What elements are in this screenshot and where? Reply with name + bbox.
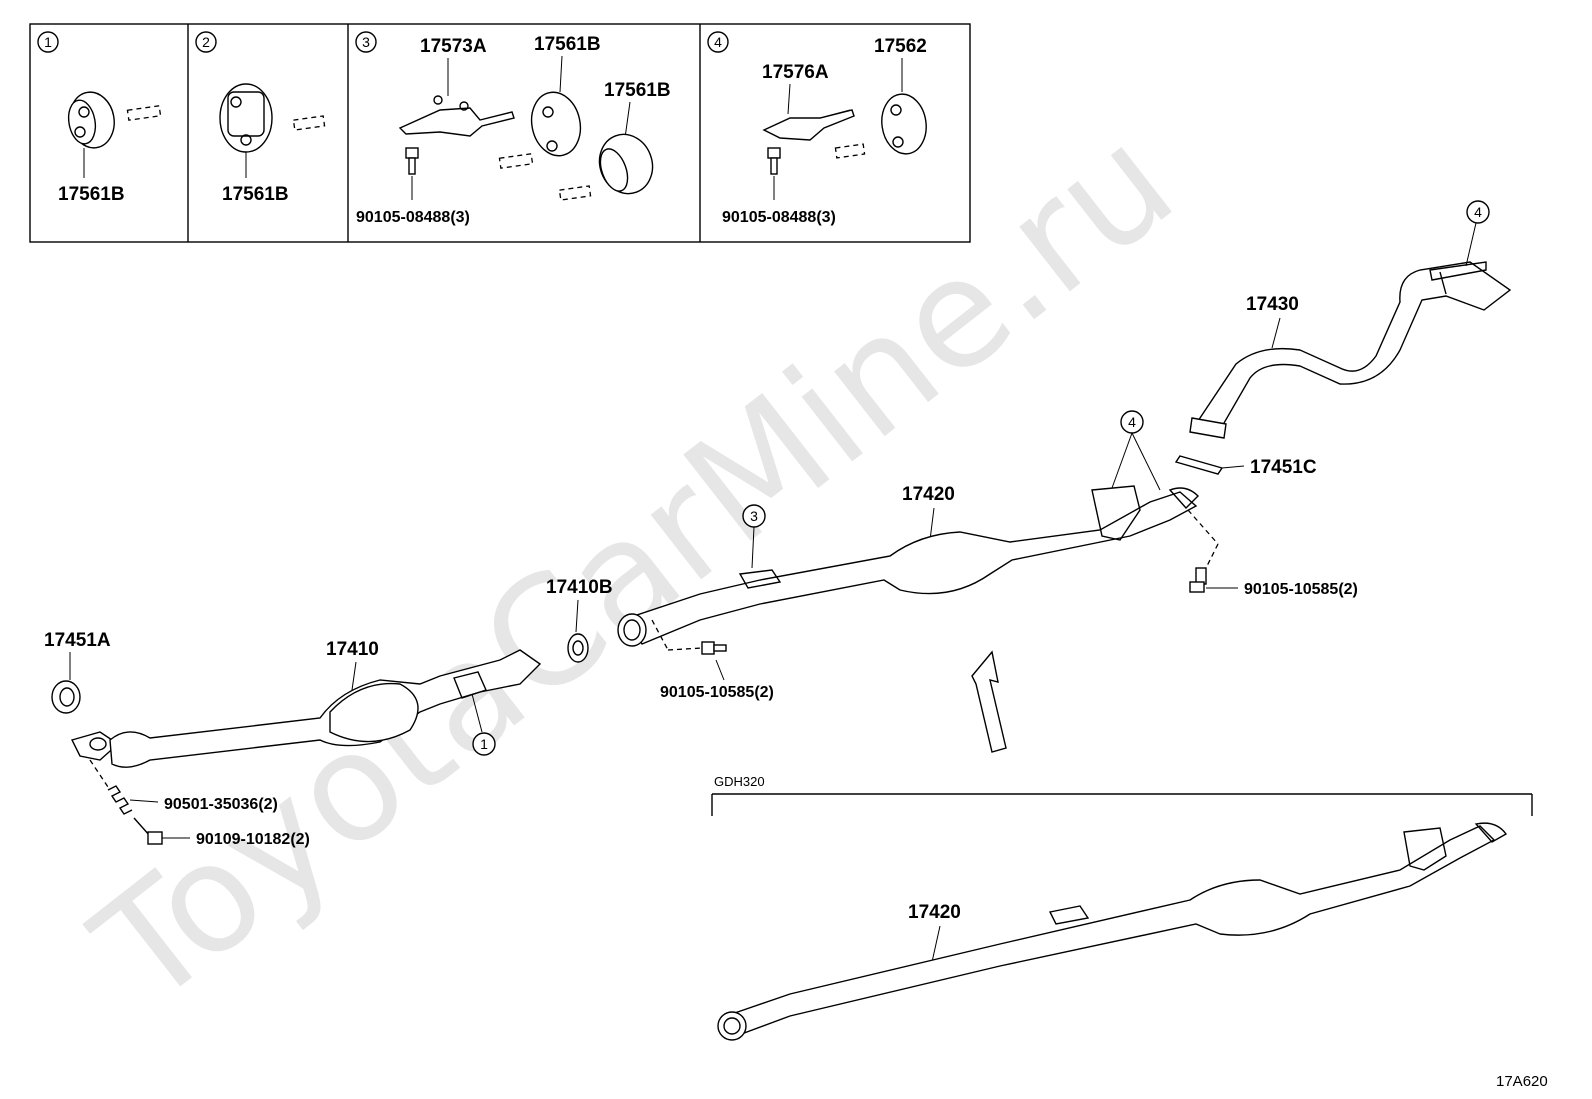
callout-number: 3 (750, 508, 758, 524)
panel-number: 3 (362, 34, 370, 50)
panel-number: 4 (714, 34, 722, 50)
front-exhaust-pipe (70, 649, 542, 768)
center-exhaust-pipe (617, 485, 1199, 647)
center-exhaust-pipe (717, 822, 1508, 1041)
part-number-17420: 17420 (908, 902, 961, 923)
callout-number: 4 (1474, 204, 1482, 220)
hanger-pin (558, 185, 592, 201)
hanger-pin (292, 115, 326, 131)
part-number-17573a: 17573A (420, 36, 487, 57)
detail-frame (29, 23, 971, 243)
bracket-icon (398, 95, 515, 137)
part-number-90105-08488: 90105-08488(3) (356, 209, 470, 226)
part-number-90105-08488: 90105-08488(3) (722, 209, 836, 226)
part-number-17561b: 17561B (58, 184, 125, 205)
part-number-17576a: 17576A (762, 62, 829, 83)
part-number-17430: 17430 (1246, 294, 1299, 315)
callout-number: 1 (480, 736, 488, 752)
gasket-ring-icon (51, 680, 81, 714)
detail-panel-4: 4 17576A 17562 90105-08488(3) (707, 31, 927, 226)
part-number-90105-10585: 90105-10585(2) (1244, 581, 1358, 598)
part-number-17561b: 17561B (222, 184, 289, 205)
part-number-17562: 17562 (874, 36, 927, 57)
bracket-icon (762, 109, 855, 141)
part-number-90105-10585: 90105-10585(2) (660, 684, 774, 701)
callout-1 (472, 732, 496, 756)
panel-number: 1 (44, 34, 52, 50)
arrow-up-icon (971, 650, 1007, 753)
part-number-17561b: 17561B (534, 34, 601, 55)
rubber-hanger-icon (67, 91, 115, 149)
bolt-icon (767, 147, 781, 175)
detail-panel-2: 2 17561B (195, 31, 326, 205)
rubber-hanger-icon (881, 93, 927, 155)
tail-exhaust-pipe (1189, 261, 1512, 439)
bolt-icon (405, 147, 419, 175)
part-number-17410b: 17410B (546, 577, 613, 598)
detail-panel-3: 3 17573A 17561B 17561B (355, 31, 671, 226)
part-number-90501-35036: 90501-35036(2) (164, 796, 278, 813)
part-number-17451a: 17451A (44, 630, 111, 651)
hanger-pin (126, 105, 162, 121)
rubber-hanger-icon (598, 133, 654, 195)
callout-4 (1466, 200, 1490, 224)
panel-number: 2 (202, 34, 210, 50)
diagram-code: 17A620 (1496, 1073, 1548, 1090)
part-number-17451c: 17451C (1250, 457, 1317, 478)
watermark: ToyotaCarMine.ru (64, 94, 1205, 1038)
spring-icon (107, 785, 133, 815)
bolt-icon (1189, 567, 1207, 593)
gasket-icon (1174, 455, 1224, 475)
rubber-hanger-icon (530, 91, 582, 157)
rubber-hanger-icon (219, 83, 273, 153)
detail-panels: 1 17561B 2 17561B (29, 23, 971, 243)
bolt-icon (133, 817, 163, 845)
detail-panel-1: 1 17561B (37, 31, 162, 205)
gasket-ring-icon (567, 633, 589, 663)
part-number-17561b: 17561B (604, 80, 671, 101)
variant-label: GDH320 (714, 774, 765, 789)
part-number-90109-10182: 90109-10182(2) (196, 831, 310, 848)
variant-gdh320: GDH320 17420 (711, 774, 1533, 1041)
part-number-17420: 17420 (902, 484, 955, 505)
hanger-pin (834, 143, 866, 159)
bolt-icon (701, 641, 727, 655)
callout-number: 4 (1128, 414, 1136, 430)
part-number-17410: 17410 (326, 639, 379, 660)
hanger-pin (498, 153, 534, 169)
